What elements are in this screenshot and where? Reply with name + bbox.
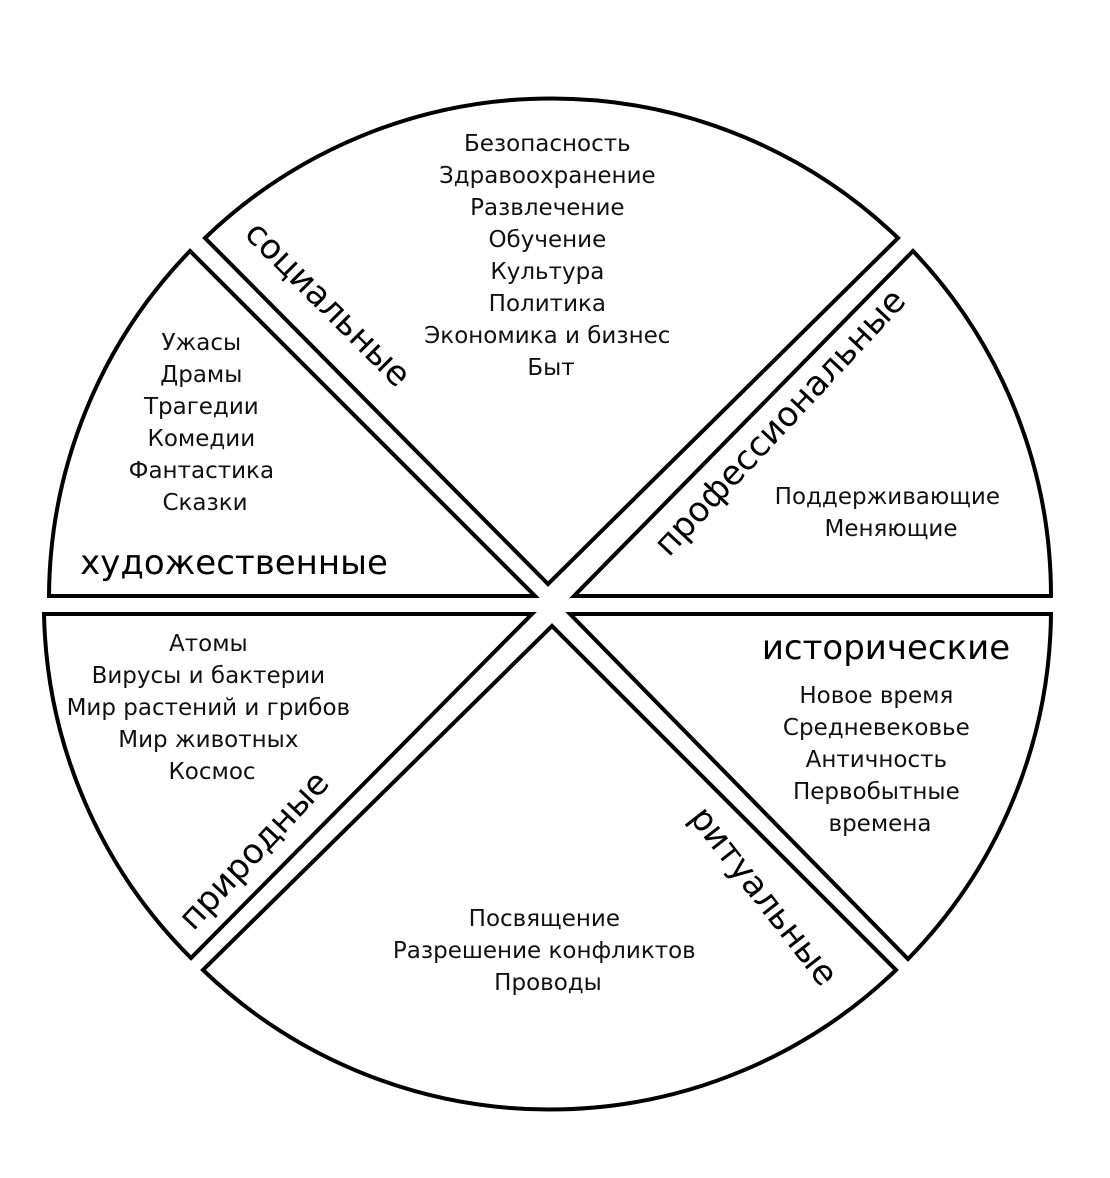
- list-item: Проводы: [494, 970, 602, 996]
- sector-professional: [569, 248, 1054, 598]
- list-item: Экономика и бизнес: [424, 323, 670, 349]
- list-item: Поддерживающие: [775, 484, 1000, 510]
- list-item: Первобытные: [793, 779, 960, 805]
- list-item: Посвящение: [469, 906, 620, 932]
- list-item: Разрешение конфликтов: [393, 938, 696, 964]
- list-item: Политика: [489, 291, 606, 317]
- social-items: Безопасность Здравоохранение Развлечение…: [424, 131, 678, 381]
- professional-items: Поддерживающие Меняющие: [775, 484, 1008, 542]
- historical-items: Новое время Средневековье Античность Пер…: [783, 683, 977, 837]
- list-item: Обучение: [488, 227, 606, 253]
- list-item: Драмы: [160, 362, 242, 388]
- sector-ritual: [200, 623, 899, 1112]
- list-item: Сказки: [162, 490, 247, 516]
- list-item: Мир растений и грибов: [67, 695, 351, 721]
- list-item: Ужасы: [162, 330, 242, 356]
- list-item: Новое время: [799, 683, 953, 709]
- sector-artistic: [46, 248, 540, 598]
- list-item: Атомы: [169, 631, 248, 657]
- list-item: Вирусы и бактерии: [92, 663, 326, 689]
- list-item: Безопасность: [464, 131, 631, 157]
- list-item: Трагедии: [143, 394, 259, 420]
- list-item: Здравоохранение: [439, 163, 656, 189]
- list-item: Развлечение: [470, 195, 624, 221]
- sector-historical: [565, 612, 1054, 962]
- list-item: Мир животных: [118, 727, 298, 753]
- historical-label: исторические: [762, 628, 1010, 668]
- artistic-label: художественные: [80, 543, 388, 583]
- list-item: Античность: [806, 747, 947, 773]
- list-item: Средневековье: [783, 715, 970, 741]
- ritual-items: Посвящение Разрешение конфликтов Проводы: [393, 906, 703, 996]
- natural-items: Атомы Вирусы и бактерии Мир растений и г…: [67, 631, 358, 785]
- sector-natural: [41, 612, 537, 961]
- list-item: Быт: [527, 355, 574, 381]
- list-item: Космос: [168, 759, 255, 785]
- list-item: Фантастика: [129, 458, 274, 484]
- list-item: Культура: [490, 259, 604, 285]
- list-item: времена: [829, 811, 932, 837]
- list-item: Комедии: [147, 426, 255, 452]
- artistic-items: Ужасы Драмы Трагедии Комедии Фантастика …: [129, 330, 282, 516]
- sector-social: [202, 96, 901, 587]
- list-item: Меняющие: [825, 516, 958, 542]
